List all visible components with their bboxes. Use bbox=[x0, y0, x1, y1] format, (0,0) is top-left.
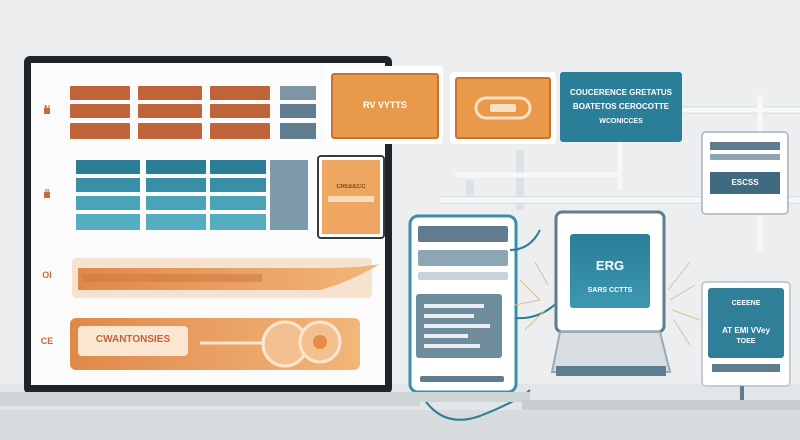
teal-bar-row bbox=[76, 160, 308, 230]
teal-card-line-2: TOEE bbox=[736, 338, 756, 345]
margin-ticks bbox=[44, 108, 50, 198]
side-card-label: CREEECC bbox=[336, 184, 366, 190]
right-module-label: ESCSS bbox=[731, 178, 759, 187]
monitor-base bbox=[0, 392, 420, 406]
callout-card-3 bbox=[560, 72, 682, 142]
teal-card-title: CEEENE bbox=[731, 300, 761, 307]
wide-bar-label: CWANTONSIES bbox=[95, 334, 171, 345]
margin-label-4: CE bbox=[40, 336, 54, 346]
spark-lines bbox=[514, 261, 701, 346]
tablet-stand bbox=[550, 331, 672, 373]
callout-3-line-3: WCONICCES bbox=[599, 118, 643, 125]
margin-label-2: II bbox=[44, 188, 50, 197]
tablet-subtitle: SARS CCTTS bbox=[587, 287, 633, 294]
callout-1-label: RV VYTTS bbox=[363, 100, 407, 110]
teal-card-line-1: AT EMI VVey bbox=[722, 326, 770, 335]
rust-bar-row bbox=[70, 86, 270, 139]
slate-bar-column bbox=[280, 86, 316, 139]
margin-label-3: OI bbox=[42, 270, 52, 280]
callout-3-line-2: BOATETOS CEROCOTTE bbox=[572, 102, 670, 111]
callout-3-line-1: COUCERENCE GRETATUS bbox=[570, 88, 672, 97]
margin-label-1: N bbox=[44, 104, 50, 113]
tablet-title: ERG bbox=[595, 258, 625, 273]
